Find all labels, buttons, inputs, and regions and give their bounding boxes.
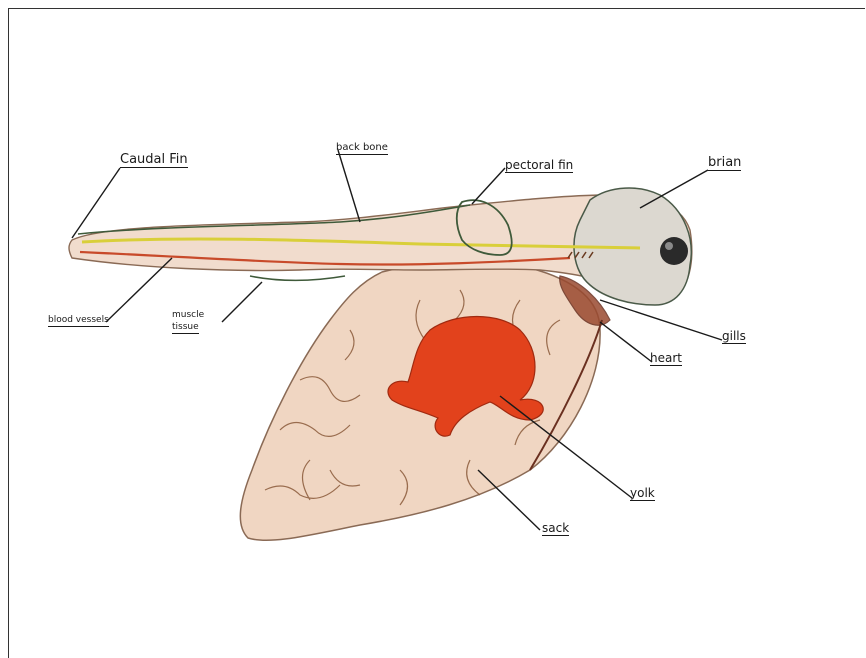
leader-pectoral-fin [472, 168, 505, 204]
leader-blood-vessels [106, 258, 172, 322]
eye [660, 237, 688, 265]
label-heart: heart [650, 352, 682, 366]
label-yolk: yolk [630, 487, 655, 501]
label-caudal-fin: Caudal Fin [120, 153, 188, 168]
leader-muscle-tissue [222, 282, 262, 322]
ventral-outline [250, 276, 345, 281]
leader-gills [600, 300, 722, 340]
label-blood-vessels: blood vessels [48, 316, 109, 327]
label-pectoral-fin: pectoral fin [505, 159, 573, 173]
leader-brain [640, 170, 708, 208]
leader-back-bone [338, 150, 360, 222]
label-brain: brian [708, 156, 741, 171]
label-back-bone: back bone [336, 143, 388, 155]
label-sack: sack [542, 522, 569, 536]
label-muscle-tissue-line1: muscle [172, 311, 204, 321]
leader-caudal-fin [72, 168, 120, 238]
label-gills: gills [722, 330, 746, 344]
label-muscle-tissue-line2: tissue [172, 323, 199, 334]
leader-heart [600, 322, 652, 362]
